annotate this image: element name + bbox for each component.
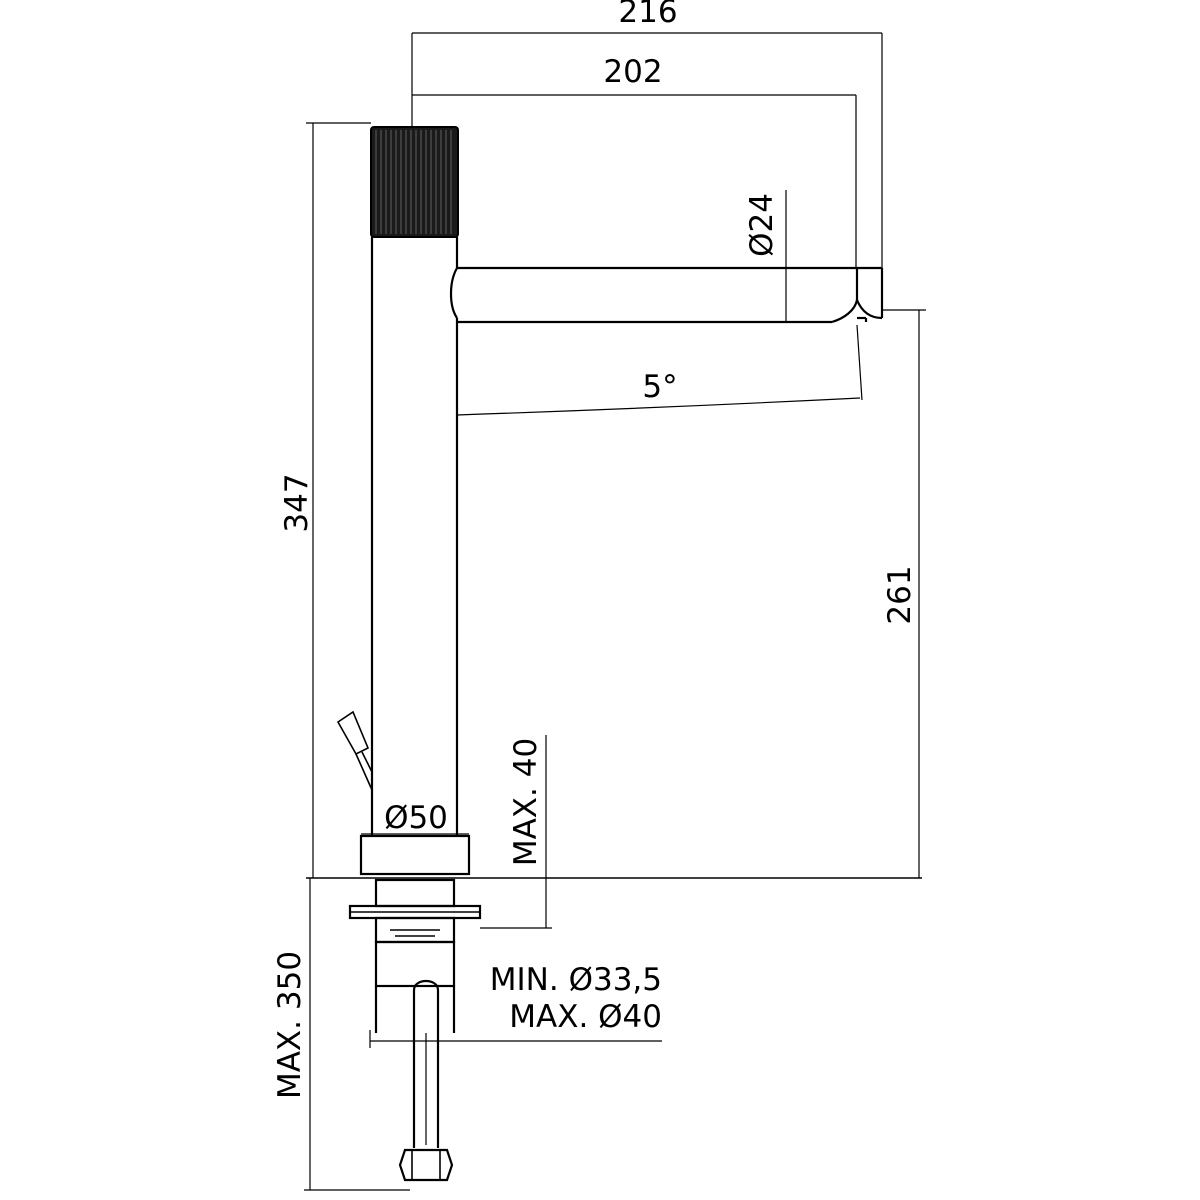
popup-lever <box>336 710 373 791</box>
base-flange <box>359 830 471 876</box>
spout-height-label: 261 <box>882 565 918 624</box>
overall-reach-label: 216 <box>618 0 677 30</box>
faucet-body <box>336 126 884 1182</box>
knurled-handle <box>370 126 459 238</box>
total-height-label: 347 <box>279 473 315 532</box>
base-diameter-label: Ø50 <box>384 800 448 836</box>
dimension-lines <box>304 32 926 1191</box>
flexible-hose <box>398 979 454 1182</box>
spout <box>449 266 884 324</box>
spout-angle-label: 5° <box>642 369 677 405</box>
hole-min-label: MIN. Ø33,5 <box>490 962 662 998</box>
under-deck-fixing <box>348 878 482 1033</box>
spout-reach-label: 202 <box>603 54 662 90</box>
max-deck-thickness-label: MAX. 40 <box>508 738 544 866</box>
hole-max-label: MAX. Ø40 <box>509 999 662 1035</box>
spout-diameter-label: Ø24 <box>744 193 780 257</box>
max-hose-length-label: MAX. 350 <box>272 951 308 1099</box>
